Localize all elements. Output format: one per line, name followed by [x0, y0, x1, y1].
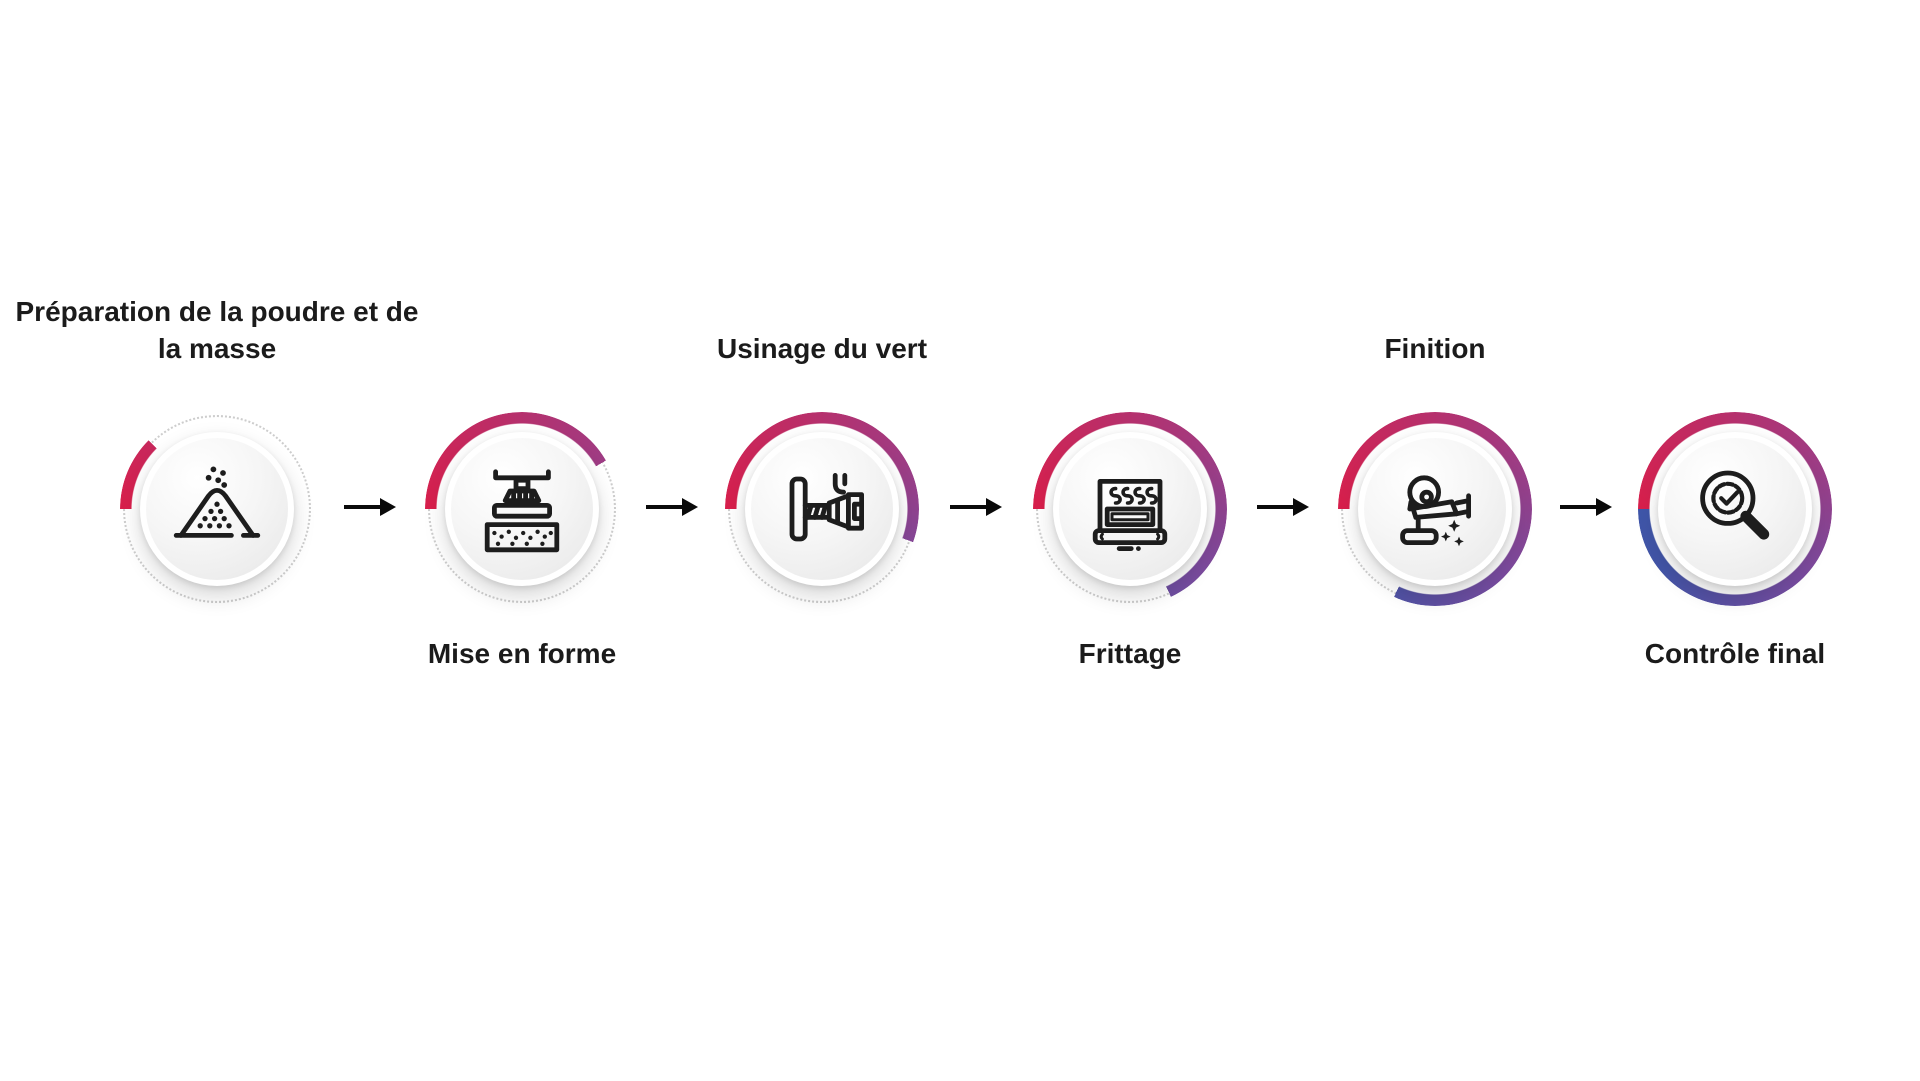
- green-machining-icon: [789, 473, 864, 542]
- process-step: Mise en forme: [425, 412, 619, 669]
- process-step: Usinage du vert: [717, 333, 927, 606]
- process-step: Finition: [1338, 333, 1532, 606]
- powder-press-icon: [484, 469, 560, 553]
- arrow-right-icon: [1558, 494, 1614, 520]
- process-step: Frittage: [1033, 412, 1227, 669]
- arrow-right-icon: [948, 494, 1004, 520]
- inspection-magnifier-icon: [1700, 470, 1770, 540]
- step-disc: [1358, 432, 1512, 586]
- arrow-right-icon: [1255, 494, 1311, 520]
- sintering-furnace-icon: [1092, 479, 1168, 551]
- arrow-right-icon: [342, 494, 398, 520]
- powder-pile-icon: [173, 466, 261, 538]
- step-disc: [445, 432, 599, 586]
- step-disc: [140, 432, 294, 586]
- step-label: Finition: [1384, 333, 1486, 365]
- step-disc: [1658, 432, 1812, 586]
- arrow-right-icon: [644, 494, 700, 520]
- step-disc: [745, 432, 899, 586]
- step-disc: [1053, 432, 1207, 586]
- process-step: Contrôle final: [1638, 412, 1832, 669]
- step-label: Contrôle final: [1644, 638, 1826, 669]
- step-label: Frittage: [1078, 638, 1182, 669]
- process-step: Préparation de la poudre et de la masse: [16, 296, 418, 606]
- step-label: Préparation de la poudre et de la masse: [15, 296, 419, 365]
- polishing-grinder-icon: [1400, 475, 1471, 547]
- step-label: Mise en forme: [427, 638, 617, 669]
- step-label: Usinage du vert: [716, 333, 928, 365]
